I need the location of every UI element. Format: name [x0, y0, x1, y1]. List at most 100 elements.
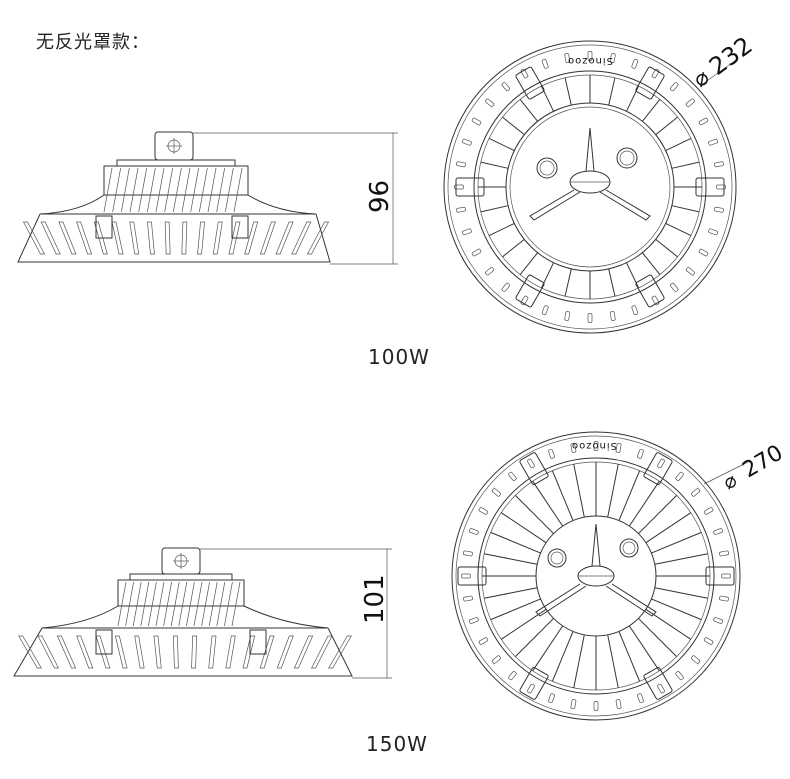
heatsink-fin [132, 581, 142, 627]
vent-hole [471, 248, 482, 257]
vent-slot [276, 635, 294, 669]
logo-text-150w: Sinozoo [571, 440, 617, 451]
heatsink-fin [224, 167, 234, 213]
radial-rib [488, 222, 515, 237]
vent-slot [76, 221, 93, 255]
vent-slot [153, 635, 162, 669]
vent-slot [22, 221, 46, 255]
vent-hole [651, 68, 660, 79]
vent-hole [721, 573, 731, 579]
vent-hole [478, 637, 489, 645]
vent-slot [306, 221, 330, 255]
section-heading: 无反光罩款： [36, 32, 150, 53]
radial-rib [488, 137, 515, 152]
vent-slot [114, 635, 128, 669]
vent-hole [698, 117, 709, 126]
vent-hole [520, 68, 529, 79]
vent-hole [703, 507, 714, 515]
vent-slot [225, 635, 236, 669]
vent-hole [456, 161, 466, 168]
radial-rib [608, 268, 616, 297]
vent-slot [76, 635, 94, 669]
vent-slot [93, 221, 108, 255]
radial-rib [645, 608, 692, 640]
model-caption-150w: 150W [366, 732, 428, 756]
mounting-clip [457, 566, 487, 586]
vent-hole [501, 82, 510, 92]
heatsink-fin [224, 581, 233, 627]
diameter-symbol-150w: ⌀ [719, 468, 741, 495]
vent-hole [713, 617, 724, 624]
radial-rib [625, 85, 640, 112]
heatsink-fin [103, 167, 113, 213]
side-view-150w: 101 [13, 547, 392, 679]
vent-hole [631, 59, 639, 69]
vent-hole [675, 671, 684, 681]
vent-slot [191, 635, 198, 669]
radial-rib [665, 137, 692, 152]
vent-hole [491, 655, 501, 664]
radial-rib [625, 262, 640, 289]
vent-slot [56, 635, 77, 669]
heatsink-fin [216, 167, 226, 213]
vent-slot [328, 635, 352, 669]
heatsink-fin [129, 167, 139, 213]
mounting-clip [705, 566, 735, 586]
heatsink-fin [155, 167, 165, 213]
radial-rib [618, 631, 641, 682]
vent-hole [698, 248, 709, 257]
vent-hole [587, 51, 593, 61]
radial-rib [645, 512, 692, 544]
model-caption-100w: 100W [368, 345, 430, 369]
vent-hole [657, 458, 665, 469]
vent-hole [520, 295, 529, 306]
radial-rib [671, 161, 700, 169]
radial-rib [655, 238, 678, 258]
mounting-clip [515, 66, 545, 100]
vent-hole [708, 138, 718, 146]
vent-hole [456, 206, 466, 213]
radial-rib [651, 598, 702, 621]
radial-rib [607, 464, 619, 518]
vent-hole [564, 53, 571, 63]
vent-hole [657, 683, 665, 694]
heatsink-fin [138, 167, 148, 213]
vent-slot [134, 635, 145, 669]
vent-hole [713, 528, 724, 535]
vent-hole [485, 267, 495, 276]
vent-hole [593, 441, 599, 451]
radial-rib [618, 470, 641, 521]
vent-hole [463, 550, 473, 557]
heatsink-fin [140, 581, 150, 627]
heatsink-fin [148, 581, 157, 627]
mounting-clip [695, 177, 725, 197]
vent-hole [548, 448, 555, 459]
heatsink-fin [164, 167, 174, 213]
heatsink-fin [186, 581, 195, 627]
vent-hole [508, 471, 517, 481]
vent-hole [541, 305, 549, 315]
heatsink-fin [170, 581, 180, 627]
radial-rib [608, 77, 616, 106]
vent-hole [615, 699, 622, 709]
vent-hole [609, 53, 616, 63]
heatsink-fin [233, 167, 243, 213]
radial-rib [628, 480, 660, 527]
vent-slot [37, 635, 60, 669]
vent-hole [714, 161, 724, 168]
vent-hole [468, 528, 479, 535]
diameter-dimension-150w: 270 [739, 441, 788, 484]
vent-hole [637, 693, 644, 704]
vent-hole [609, 311, 616, 321]
radial-rib [628, 625, 660, 672]
vent-hole [651, 295, 660, 306]
radial-rib [564, 77, 572, 106]
radial-rib [654, 587, 708, 599]
vent-slot [228, 221, 241, 255]
heatsink-fin [207, 167, 217, 213]
heatsink-fin [120, 167, 130, 213]
heatsink-fin [216, 581, 226, 627]
radial-rib [502, 238, 525, 258]
vent-hole [691, 488, 701, 497]
heatsink-fin [155, 581, 165, 627]
